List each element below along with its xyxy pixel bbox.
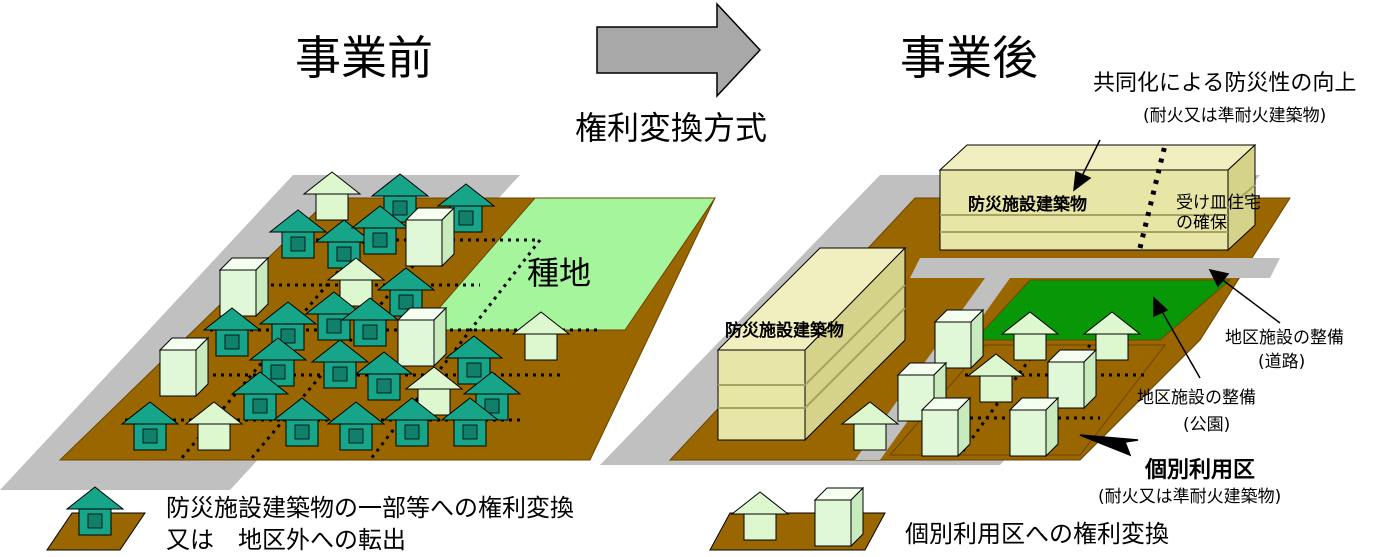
bousai-building-front xyxy=(716,246,907,442)
kobetsu-label: 個別利用区 xyxy=(1145,458,1256,483)
before-title: 事業前 xyxy=(295,31,433,85)
tanechi-label: 種地 xyxy=(527,254,592,292)
annotation-arrows xyxy=(1073,139,1281,457)
road-label: 地区施設の整備 xyxy=(1225,328,1344,348)
kyodoka-note: (耐火又は準耐火建築物) xyxy=(1143,106,1327,126)
method-label: 権利変換方式 xyxy=(575,109,768,147)
road-note: (道路) xyxy=(1258,352,1306,372)
bousai-building-front-label: 防災施設建築物 xyxy=(725,321,844,341)
legend-right-graphic xyxy=(709,487,886,551)
legend-left-line1: 防災施設建築物の一部等への権利変換 xyxy=(166,494,574,522)
ukezara-label-2: の確保 xyxy=(1176,213,1227,233)
park-label: 地区施設の整備 xyxy=(1137,388,1256,408)
legend-left-line2: 又は 地区外への転出 xyxy=(166,526,406,554)
legend-left-graphic xyxy=(46,486,146,551)
transition-arrow xyxy=(596,2,762,98)
bousai-building-back xyxy=(938,143,1257,252)
ukezara-label-1: 受け皿住宅 xyxy=(1176,193,1261,213)
bousai-building-back-label: 防災施設建築物 xyxy=(968,195,1087,215)
kobetsu-note: (耐火又は準耐火建築物) xyxy=(1098,487,1282,507)
after-scene xyxy=(600,143,1291,465)
park-note: (公園) xyxy=(1183,415,1231,435)
tanechi-area xyxy=(418,197,716,331)
kyodoka-label: 共同化による防災性の向上 xyxy=(1093,71,1357,96)
before-scene xyxy=(0,171,716,490)
legend-right-label: 個別利用区への権利変換 xyxy=(905,520,1169,548)
after-title: 事業後 xyxy=(900,31,1038,85)
